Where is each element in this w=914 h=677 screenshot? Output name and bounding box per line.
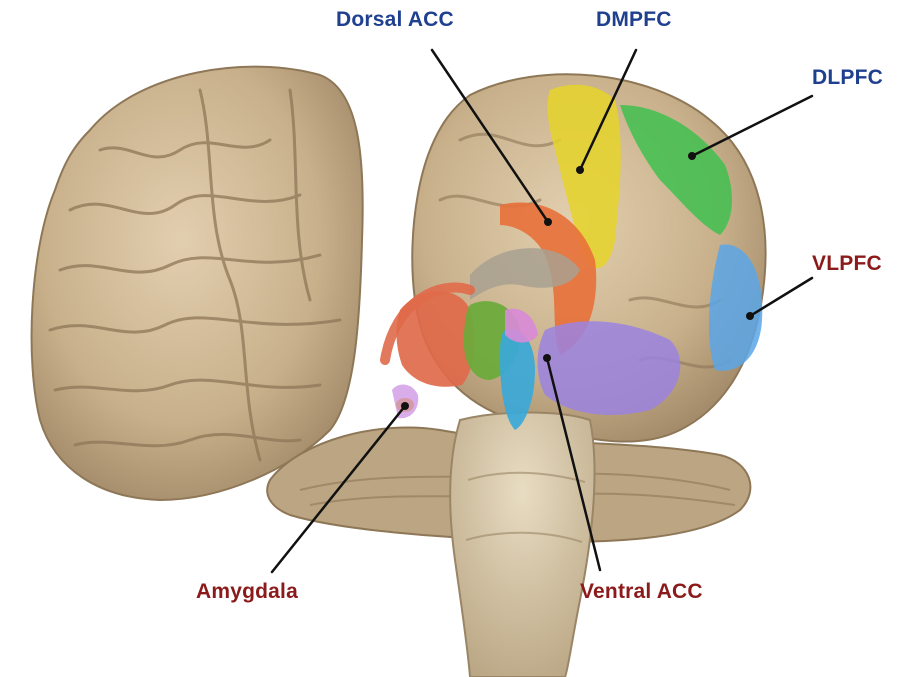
label-dlpfc: DLPFC (812, 66, 883, 90)
label-vlpfc: VLPFC (812, 252, 882, 276)
label-dmpfc: DMPFC (596, 8, 672, 32)
label-dorsal-acc: Dorsal ACC (336, 8, 454, 32)
label-ventral-acc: Ventral ACC (580, 580, 703, 604)
label-amygdala: Amygdala (196, 580, 298, 604)
brainstem (450, 413, 594, 677)
left-hemisphere (32, 67, 363, 500)
